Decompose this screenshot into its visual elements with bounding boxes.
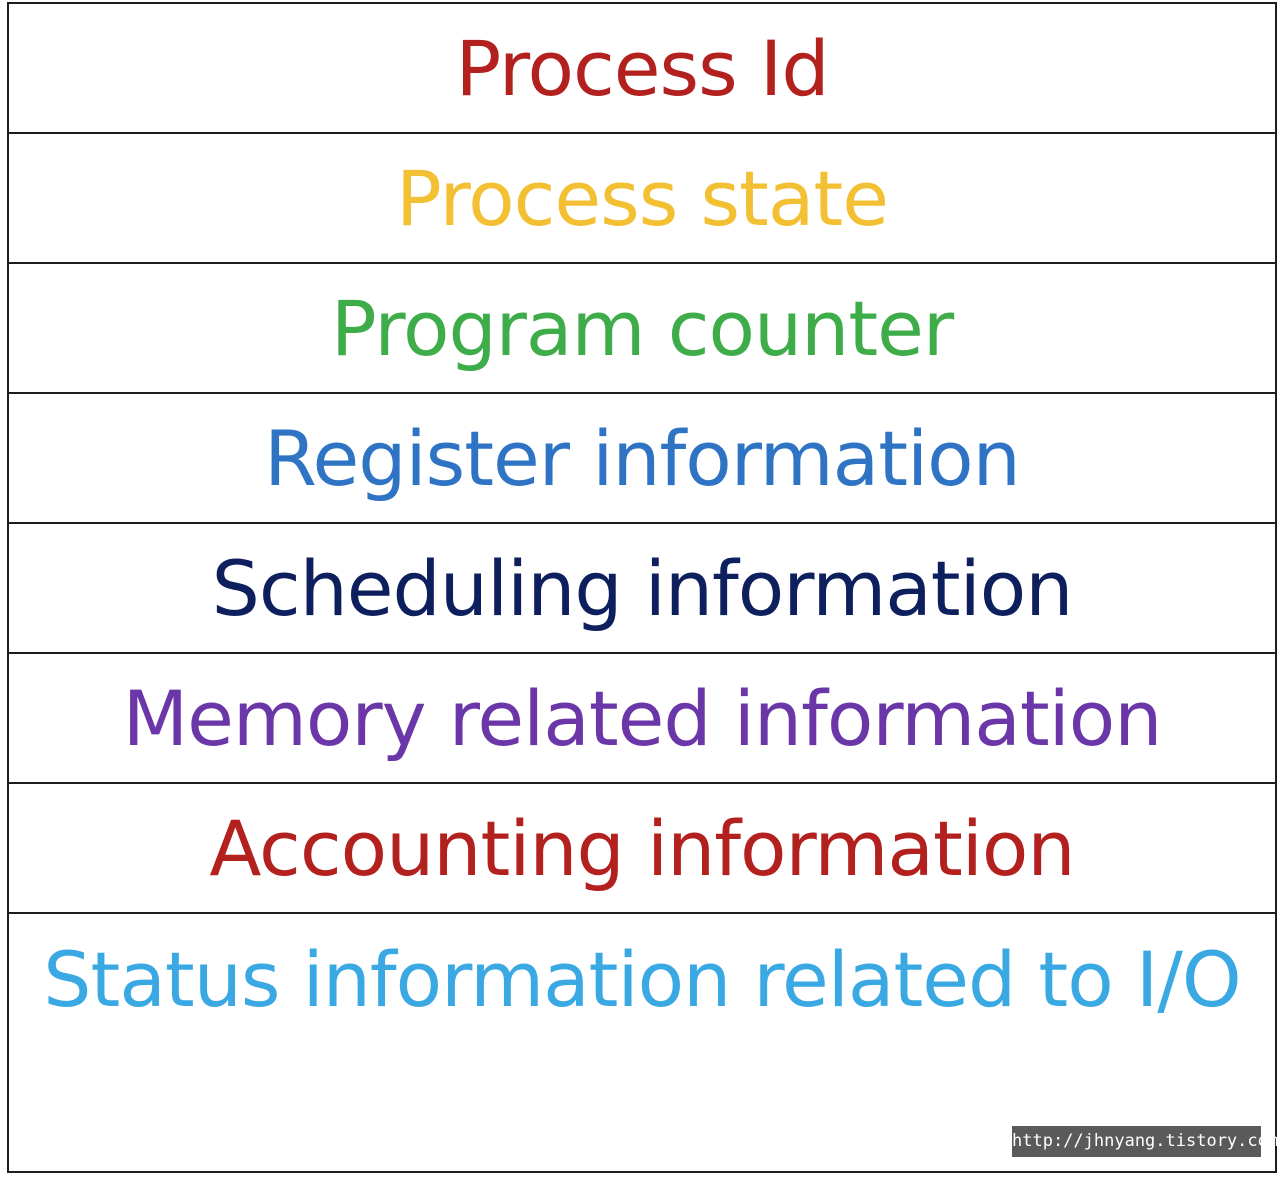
row-scheduling-information: Scheduling information [9, 524, 1275, 654]
memory-related-information-label: Memory related information [122, 673, 1163, 763]
pcb-fields-table: Process Id Process state Program counter… [7, 2, 1277, 1173]
row-io-status-information: Status information related to I/O [9, 914, 1275, 1171]
row-program-counter: Program counter [9, 264, 1275, 394]
program-counter-label: Program counter [330, 283, 954, 373]
row-process-state: Process state [9, 134, 1275, 264]
scheduling-information-label: Scheduling information [211, 543, 1074, 633]
process-state-label: Process state [396, 153, 889, 243]
register-information-label: Register information [264, 413, 1021, 503]
row-register-information: Register information [9, 394, 1275, 524]
row-memory-related-information: Memory related information [9, 654, 1275, 784]
io-status-information-label: Status information related to I/O [43, 935, 1241, 1024]
process-id-label: Process Id [455, 23, 829, 113]
row-process-id: Process Id [9, 4, 1275, 134]
source-watermark: http://jhnyang.tistory.com [1012, 1126, 1278, 1157]
accounting-information-label: Accounting information [209, 803, 1075, 893]
row-accounting-information: Accounting information [9, 784, 1275, 914]
